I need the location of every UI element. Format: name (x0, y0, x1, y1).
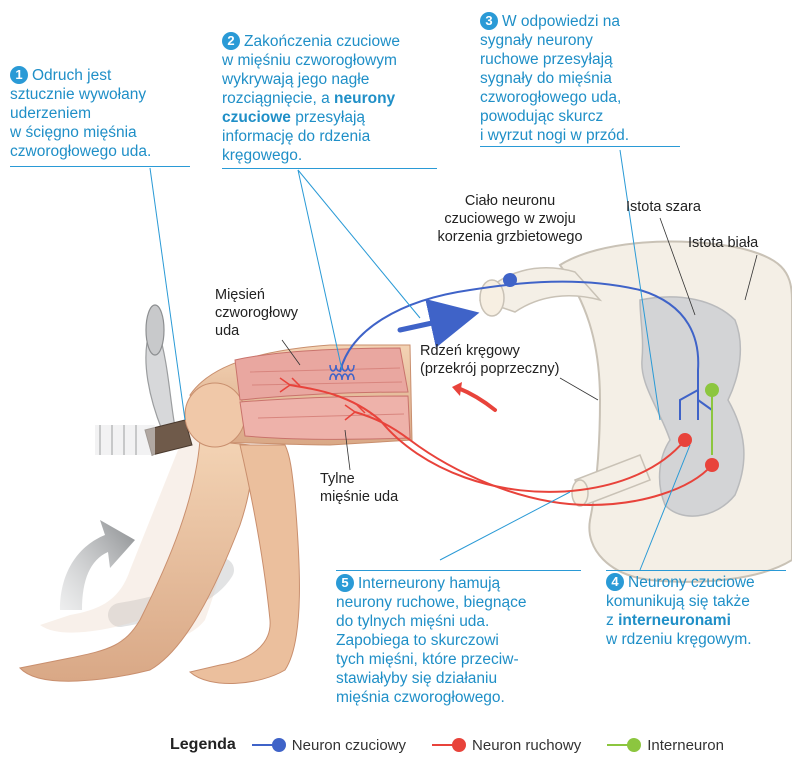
legend-item-interneuron: Interneuron (607, 737, 724, 754)
label-spinal-cord: Rdzeń kręgowy (przekrój poprzeczny) (420, 342, 559, 378)
signal-arrow-red (458, 388, 495, 410)
sensory-cell-body (503, 273, 517, 287)
label-cell-body: Ciało neuronu czuciowego w zwoju korzeni… (410, 192, 610, 246)
legend: Legenda Neuron czuciowy Neuron ruchowy I… (170, 736, 742, 754)
signal-arrow-blue (400, 318, 455, 330)
hamstring-muscles (240, 396, 410, 439)
callout-number: 4 (606, 573, 624, 591)
callout-number: 1 (10, 66, 28, 84)
label-white-matter: Istota biała (688, 234, 758, 252)
legend-swatch-interneuron (607, 738, 641, 752)
reflex-hammer (95, 305, 192, 455)
legend-swatch-sensory (252, 738, 286, 752)
callout-number: 3 (480, 12, 498, 30)
callout-5-rule (336, 570, 581, 571)
callout-2-rule (222, 168, 437, 169)
label-quadriceps: Mięsień czworogłowy uda (215, 286, 298, 340)
callout-number: 2 (222, 32, 240, 50)
legend-item-sensory: Neuron czuciowy (252, 737, 406, 754)
legend-item-motor: Neuron ruchowy (432, 737, 581, 754)
callout-3-rule (480, 146, 680, 147)
interneuron-cell-body (705, 383, 719, 397)
callout-4-rule (606, 570, 786, 571)
legend-title: Legenda (170, 736, 236, 754)
legend-swatch-motor (432, 738, 466, 752)
spinal-cord-section (560, 241, 792, 581)
callout-1-rule (10, 166, 190, 167)
label-grey-matter: Istota szara (626, 198, 701, 216)
callout-number: 5 (336, 574, 354, 592)
label-hamstrings: Tylne mięśnie uda (320, 470, 398, 506)
